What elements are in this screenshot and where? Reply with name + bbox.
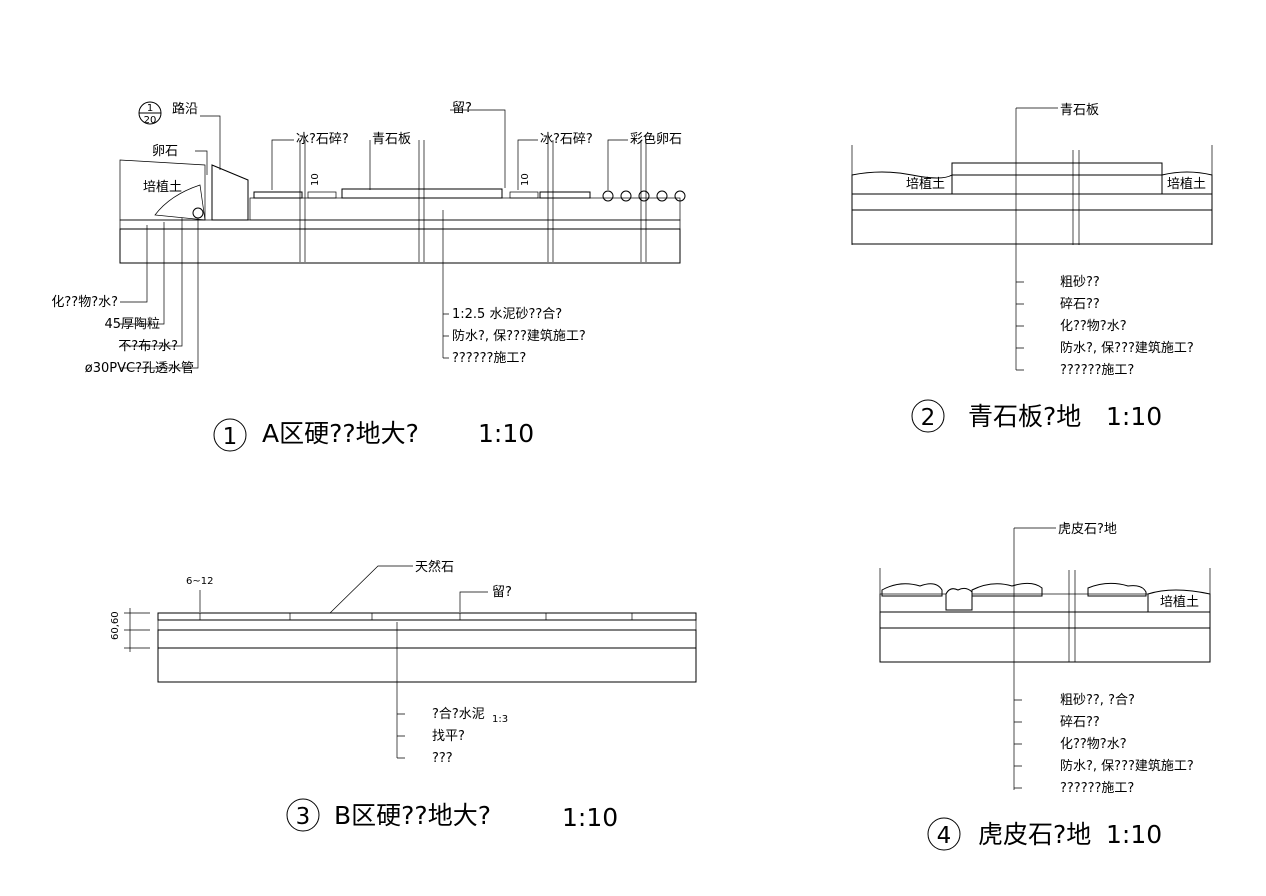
d2-soil-left-label: 培植土 [906,176,945,192]
d3-thickness: 60,60 [110,611,121,640]
d2-scale: 1:10 [1106,402,1162,431]
d3-title-num: 3 [296,804,311,830]
d1-concrete-base [119,228,681,264]
d2-soil-right-label: 培植土 [1167,176,1206,192]
d4-tiger-skin-stones [881,582,1147,611]
d3-mortar-bed [157,619,697,631]
d4-note-5: ??????施工? [1060,781,1134,796]
d1-curb-stone [211,164,249,221]
d2-bluestone-slab [951,162,1163,176]
d2-sand-bed [951,174,1163,195]
d4-note-2: 碎石?? [1060,715,1100,730]
d4-title-bubble [927,817,961,851]
d1-stone-chip-1 [253,191,303,199]
d1-label-stone-chip-1: 冰?石碎? [296,132,349,147]
d2-title-num: 2 [921,405,936,431]
d1-title-num: 1 [223,424,238,450]
d3-concrete-base [157,647,697,683]
d3-note-1: ?合?水泥 [432,707,485,722]
detail-1: 1 20 路沿 卵石 培植土 冰?石碎? 青石板 留? 冰?石碎? 彩色卵石 1… [51,101,686,452]
detail-3: 60,60 6~12 天然石 留? ?合?水泥 1:3 找平? ??? 3 B区… [110,559,697,832]
d1-label-gap: 留? [452,101,472,116]
d1-title-bubble [213,418,247,452]
d1-note-left-2: 45厚陶粒 [104,316,160,332]
d1-drain-pipe [192,207,204,219]
d1-label-pebble: 卵石 [152,144,178,159]
d3-title-bubble [286,798,320,832]
d2-title: 青石板?地 [968,402,1081,431]
d2-note-4: 防水?, 保???建筑施工? [1060,340,1194,356]
detail-4: 虎皮石?地 培植土 粗砂??, ?合? 碎石?? 化??物?水? 防水?, 保?… [879,522,1211,851]
d3-note-3: ??? [432,751,453,766]
d1-scale: 1:10 [478,419,534,448]
d3-label-gap: 留? [492,585,512,600]
d1-mortar-bed [249,197,681,221]
d4-soil-label: 培植土 [1160,594,1199,610]
d4-title: 虎皮石?地 [978,820,1091,849]
d2-concrete-base [851,209,1213,245]
d4-label-top: 虎皮石?地 [1058,522,1117,537]
d1-note-right-2: 防水?, 保???建筑施工? [452,328,586,344]
d1-label-soil: 培植土 [143,179,182,195]
d4-scale: 1:10 [1106,820,1162,849]
d1-bluestone-slab [341,188,503,199]
d2-note-5: ??????施工? [1060,363,1134,378]
detail-2: 青石板 培植土 培植土 粗砂?? 碎石?? 化??物?水? 防水?, 保???建… [851,103,1213,433]
d1-label-colored-pebble: 彩色卵石 [630,131,682,147]
d1-note-left-1: 化??物?水? [51,295,118,310]
d4-note-3: 化??物?水? [1060,737,1127,752]
d1-bubble-top: 1 [147,103,153,114]
d3-note-2: 找平? [432,729,465,744]
d1-note-right-3: ??????施工? [452,351,526,366]
d2-soil-left [851,171,953,195]
d4-title-num: 4 [937,823,952,849]
d1-label-stone-chip-2: 冰?石碎? [540,132,593,147]
d1-stone-chip-2 [539,191,591,199]
d1-label-bluestone: 青石板 [372,132,411,147]
d3-title: B区硬??地大? [334,801,491,830]
d3-label-stone: 天然石 [415,559,454,575]
d1-bubble-bottom: 20 [144,115,157,126]
d2-title-bubble [911,399,945,433]
d2-note-2: 碎石?? [1060,297,1100,312]
d3-scale: 1:10 [562,803,618,832]
d4-note-4: 防水?, 保???建筑施工? [1060,758,1194,774]
d3-ratio: 1:3 [492,714,508,725]
d1-dim-1: 10 [310,173,321,186]
d2-gravel-layer [851,193,1213,211]
d1-label-curb: 路沿 [172,101,198,117]
d3-natural-stone [157,612,697,621]
d1-title: A区硬??地大? [262,419,419,448]
d3-gap-dim: 6~12 [186,576,213,587]
d2-note-1: 粗砂?? [1060,275,1100,290]
d4-concrete-base [879,627,1211,663]
d1-note-right-1: 1:2.5 水泥砂??合? [452,307,562,322]
d1-note-left-4: ø30PVC?孔透水管 [85,361,194,376]
d4-note-1: 粗砂??, ?合? [1060,693,1135,708]
d2-label-top: 青石板 [1060,103,1099,118]
d2-note-3: 化??物?水? [1060,319,1127,334]
d1-colored-pebbles [602,190,686,202]
d4-gravel-layer [879,611,1211,629]
d1-dim-2: 10 [520,173,531,186]
d1-waterproof-layer [119,219,681,230]
d3-leveling-layer [157,629,697,649]
d1-note-left-3: 不?布?水? [118,339,178,354]
